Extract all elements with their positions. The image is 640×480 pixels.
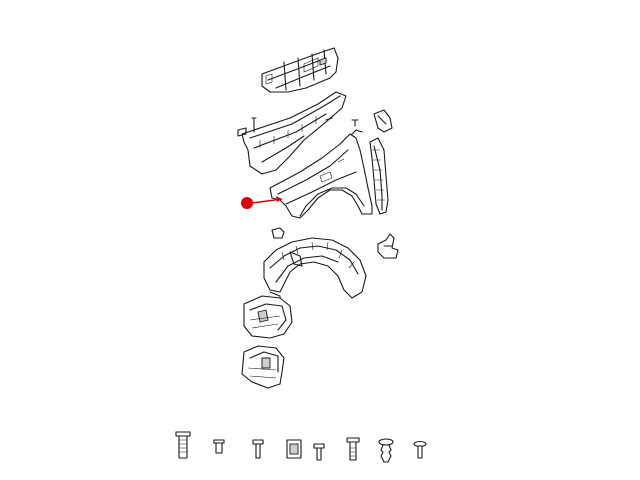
callout-marker[interactable] <box>241 196 283 209</box>
lower-bracket-icon[interactable] <box>377 233 399 259</box>
washer-screw-icon[interactable] <box>413 440 427 459</box>
u-nut-clip-icon[interactable] <box>286 439 302 459</box>
radiator-support-bracket-icon[interactable] <box>261 47 339 93</box>
retainer-clip-icon[interactable] <box>271 227 285 239</box>
flange-bolt-icon[interactable] <box>175 431 191 459</box>
push-pin-icon[interactable] <box>213 439 225 454</box>
hex-screw-icon[interactable] <box>313 443 325 461</box>
clip-icon[interactable] <box>351 119 359 127</box>
front-fender-icon[interactable] <box>269 129 373 219</box>
fastener-row <box>175 431 427 463</box>
upper-rail-reinforcement-icon[interactable] <box>237 91 347 175</box>
front-splash-shield-icon[interactable] <box>243 295 293 339</box>
christmas-tree-clip-icon[interactable] <box>378 438 394 463</box>
shouldered-bolt-icon[interactable] <box>346 437 360 461</box>
rear-splash-shield-icon[interactable] <box>241 345 285 389</box>
mounting-bracket-icon[interactable] <box>373 109 393 133</box>
stud-screw-icon[interactable] <box>252 439 264 459</box>
wheelhouse-liner-icon[interactable] <box>263 237 367 303</box>
fender-seal-strip-icon[interactable] <box>369 137 389 215</box>
